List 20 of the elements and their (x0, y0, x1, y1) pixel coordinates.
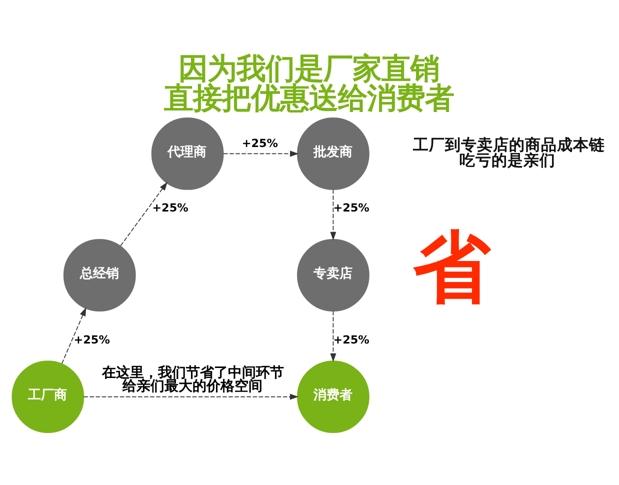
arrow (61, 307, 86, 364)
node-circle: 工厂商 (12, 360, 84, 433)
arrow (83, 394, 299, 400)
label: 工厂到专卖店的商品成本链吃亏的是亲们 (412, 136, 605, 170)
edge-label: +25% (333, 201, 370, 214)
arrow (330, 189, 336, 240)
arrow (330, 310, 336, 362)
edge-label: +25% (242, 137, 278, 150)
arrow (120, 182, 168, 246)
edge-label: +25% (333, 333, 370, 346)
edge-label: 在这里，我们节省了中间环节给亲们最大的价格空间 (102, 364, 284, 395)
label: 省 (412, 222, 491, 313)
node-circle: 消费者 (297, 360, 370, 433)
node-circle: 专卖店 (297, 239, 370, 312)
edge-label: +25% (152, 201, 188, 214)
arrow (223, 150, 299, 157)
node-circle: 批发商 (297, 118, 370, 190)
node-circle: 总经销 (63, 239, 136, 312)
edge-label: +25% (74, 333, 110, 346)
diagram-title: 因为我们是厂家直销直接把优惠送给消费者 (164, 51, 454, 115)
